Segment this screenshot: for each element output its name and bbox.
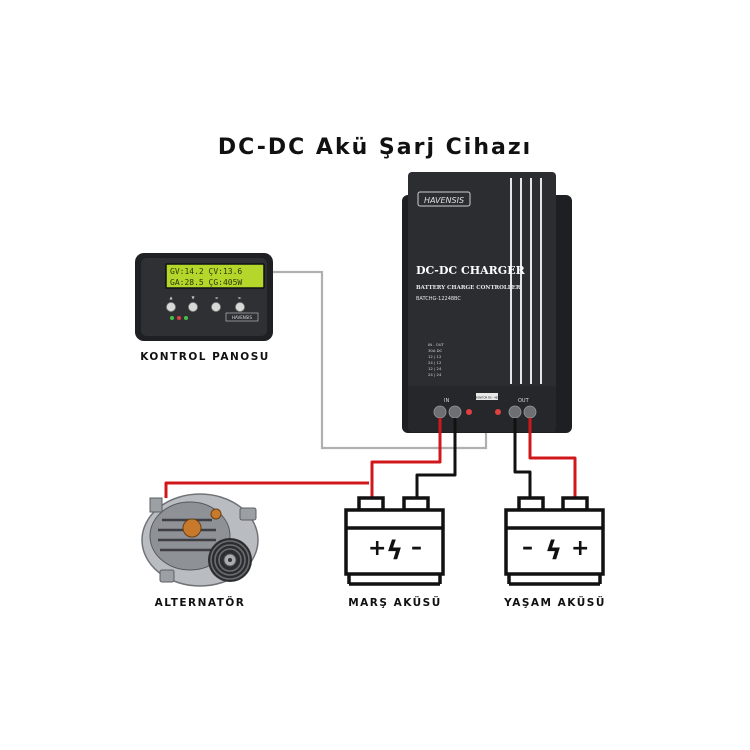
spec-line: 30A DC [428,348,443,353]
dc-dc-charger: HAVENSIS DC-DC CHARGER BATTERY CHARGE CO… [402,172,572,433]
charger-brand: HAVENSIS [424,196,464,205]
house-plus: + [571,536,589,561]
status-led [466,409,472,415]
port-label: MONITOR RS - 485 [475,396,500,400]
house-bolt: ϟ [545,536,562,566]
led-green [170,316,174,320]
starter-plus: + [368,536,386,561]
charger-name: DC-DC CHARGER [416,264,526,277]
starter-bolt: ϟ [386,536,403,566]
spec-line: IN - OUT [428,342,445,347]
control-panel: GV:14.2 ÇV:13.6 GA:28.5 ÇG:405W ▲ ▼ ◄ ► … [135,253,273,341]
spec-line: 24 | 12 [428,360,442,365]
charger-model: BATCHG-12248BC [416,296,461,302]
panel-button[interactable] [212,303,221,312]
charger-subtitle: BATTERY CHARGE CONTROLLER [416,285,521,291]
led-green [184,316,188,320]
control-panel-caption: KONTROL PANOSU [130,351,280,363]
starter-battery-caption: MARŞ AKÜSÜ [325,597,465,609]
house-minus: – [522,535,533,560]
starter-minus: – [411,535,422,560]
terminal-in-label: IN [444,398,449,404]
lcd-line-1: GV:14.2 ÇV:13.6 [170,267,242,276]
alternator-caption: ALTERNATÖR [135,597,265,609]
panel-button[interactable] [189,303,198,312]
status-led [495,409,501,415]
spec-line: 12 | 12 [428,354,442,359]
panel-button[interactable] [167,303,176,312]
spec-line: 24 | 24 [428,372,442,377]
terminal-out-label: OUT [518,398,530,404]
panel-button[interactable] [236,303,245,312]
led-red [177,316,181,320]
panel-badge: HAVENSIS [232,315,252,320]
alternator-icon [142,494,258,586]
wires [166,418,575,498]
house-battery-caption: YAŞAM AKÜSÜ [485,597,625,609]
lcd-line-2: GA:28.5 ÇG:405W [170,278,242,287]
spec-line: 12 | 24 [428,366,442,371]
